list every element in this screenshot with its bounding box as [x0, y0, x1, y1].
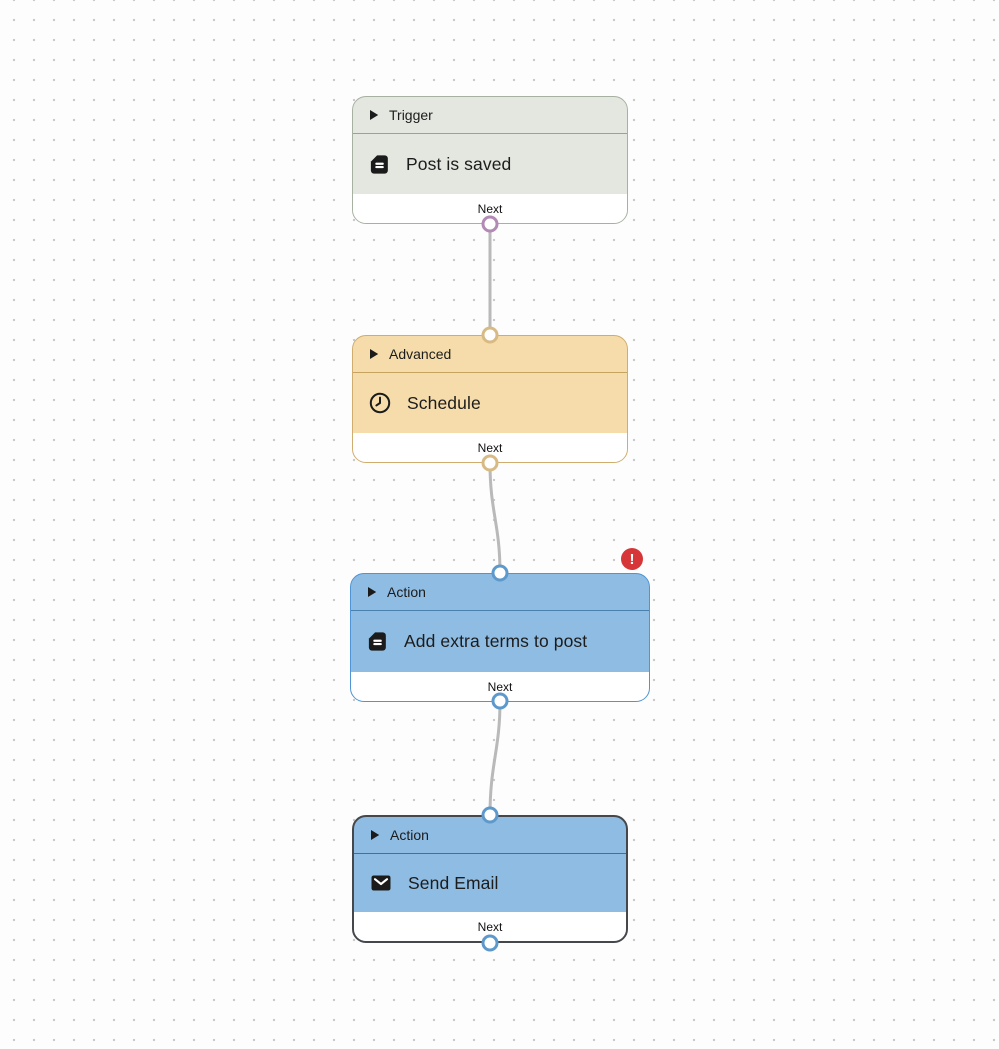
collapse-arrow-icon: [370, 349, 379, 359]
input-port-action2[interactable]: [481, 806, 499, 824]
next-label: Next: [477, 201, 503, 216]
node-action1-header[interactable]: Action: [351, 574, 649, 611]
error-badge[interactable]: !: [621, 548, 643, 570]
collapse-arrow-icon: [370, 110, 379, 120]
node-trigger-header[interactable]: Trigger: [353, 97, 627, 134]
node-title: Schedule: [407, 392, 481, 413]
node-trigger-body[interactable]: Post is saved: [353, 134, 627, 194]
node-action1-body[interactable]: Add extra terms to post: [351, 611, 649, 672]
collapse-arrow-icon: [371, 830, 380, 840]
node-advanced-header[interactable]: Advanced: [353, 336, 627, 373]
error-badge-symbol: !: [629, 550, 635, 568]
output-port-trigger[interactable]: [481, 215, 499, 233]
next-label: Next: [477, 919, 503, 934]
node-category-label: Advanced: [389, 346, 452, 362]
node-category-label: Action: [387, 584, 426, 600]
node-title: Post is saved: [406, 153, 512, 174]
node-action2-body[interactable]: Send Email: [354, 854, 626, 912]
node-title: Send Email: [408, 872, 499, 893]
node-category-label: Action: [390, 827, 429, 843]
connector-advanced-to-action1: [488, 461, 502, 575]
connector-action1-to-action2: [488, 699, 502, 817]
node-trigger[interactable]: Trigger Post is saved Next: [352, 96, 628, 224]
next-label: Next: [487, 679, 513, 694]
node-advanced-body[interactable]: Schedule: [353, 373, 627, 433]
output-port-advanced[interactable]: [481, 454, 499, 472]
node-category-label: Trigger: [389, 107, 433, 123]
post-document-icon: [368, 632, 386, 651]
clock-icon: [369, 392, 391, 414]
input-port-action1[interactable]: [491, 564, 509, 582]
collapse-arrow-icon: [368, 587, 377, 597]
email-icon: [371, 875, 391, 891]
next-label: Next: [477, 440, 503, 455]
post-document-icon: [370, 154, 388, 174]
node-action-add-extra-terms[interactable]: Action Add extra terms to post Next: [350, 573, 650, 702]
output-port-action1[interactable]: [491, 692, 509, 710]
node-action2-header[interactable]: Action: [354, 817, 626, 854]
node-advanced[interactable]: Advanced Schedule Next: [352, 335, 628, 463]
output-port-action2[interactable]: [481, 934, 499, 952]
input-port-advanced[interactable]: [481, 326, 499, 344]
node-action-send-email[interactable]: Action Send Email Next: [352, 815, 628, 943]
node-title: Add extra terms to post: [404, 631, 588, 651]
